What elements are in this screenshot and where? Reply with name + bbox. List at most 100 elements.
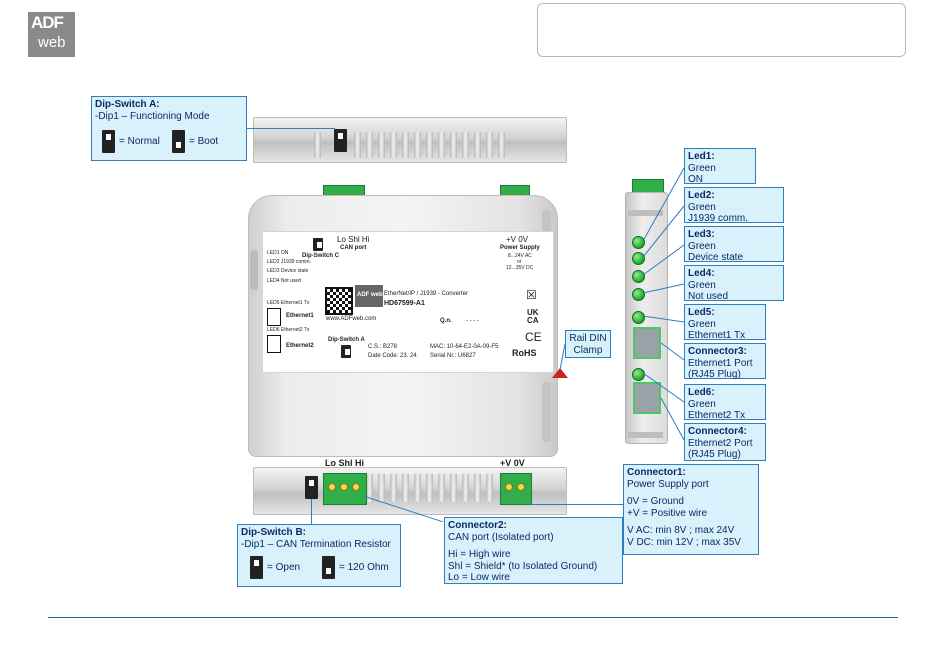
callout-led5: Led5: Green Ethernet1 Tx: [684, 304, 766, 341]
qr-code: [325, 287, 353, 315]
callout-line: J1939 comm.: [688, 213, 749, 224]
label-brand-logo: [355, 285, 383, 307]
callout-line: Shl = Shield* (to Isolated Ground): [448, 560, 598, 572]
callout-line: Ethernet2 Tx: [688, 410, 746, 421]
callout-led3: Led3: Green Device state: [684, 226, 784, 263]
can-port-label: CAN port: [340, 245, 367, 251]
logo-line2: web: [38, 34, 66, 51]
leader-dip-b: [311, 499, 312, 524]
callout-title: Led2:: [688, 190, 715, 201]
callout-led6: Led6: Green Ethernet2 Tx: [684, 384, 766, 421]
callout-line: +V = Positive wire: [627, 507, 708, 519]
callout-title: Connector4:: [688, 426, 747, 437]
callout-line: Green: [688, 279, 716, 291]
dip-120ohm-icon: [322, 556, 335, 579]
label-led4: LED4 Not used: [267, 278, 301, 284]
callout-line: Not used: [688, 291, 729, 302]
dip-switch-b-icon[interactable]: [305, 476, 318, 499]
dip-normal-label: = Normal: [119, 136, 160, 147]
callout-rail-din-clamp: Rail DIN Clamp: [565, 330, 611, 358]
footer-divider: [48, 617, 898, 618]
eth1-label: Ethernet1: [286, 313, 314, 319]
dip-120ohm-label: = 120 Ohm: [339, 562, 389, 573]
callout-line: Device state: [688, 252, 744, 263]
ukca-mark: UK CA: [527, 308, 539, 325]
callout-title: Connector1:: [627, 467, 686, 478]
callout-line: -Dip1 – Functioning Mode: [95, 110, 210, 122]
dip-open-label: = Open: [267, 562, 301, 573]
eth2-label: Ethernet2: [286, 343, 314, 349]
callout-line: Power Supply port: [627, 478, 709, 490]
header-box: [537, 3, 906, 57]
callout-line: (RJ45 Plug): [688, 369, 741, 380]
callout-line: ON: [688, 174, 703, 185]
callout-title: Led5:: [688, 307, 715, 318]
dip-normal-icon: [102, 130, 115, 153]
housing-slot-right-low: [542, 382, 551, 442]
can-terminal-bottom: [323, 473, 367, 505]
led3-indicator: [632, 270, 645, 283]
callout-line: Green: [688, 201, 716, 213]
callout-line: CAN port (Isolated port): [448, 531, 554, 543]
callout-line: Rail DIN: [569, 333, 607, 344]
callout-led1: Led1: Green ON: [684, 148, 756, 185]
dip-boot-label: = Boot: [189, 136, 219, 147]
callout-dip-switch-a: Dip-Switch A: -Dip1 – Functioning Mode =…: [91, 96, 247, 161]
callout-line: -Dip1 – CAN Termination Resistor: [241, 538, 391, 550]
callout-line: Hi = High wire: [448, 549, 511, 560]
eth2-port-icon: [267, 335, 281, 353]
adfweb-logo: ADF web: [28, 12, 75, 57]
callout-title: Connector3:: [688, 346, 747, 357]
qn-label: Q.n.: [440, 318, 452, 324]
can-pins-label: Lo Shl Hi: [337, 235, 370, 244]
label-led2: LED2 J1939 comm.: [267, 259, 311, 265]
callout-connector1: Connector1: Power Supply port 0V = Groun…: [623, 464, 759, 555]
rohs-mark: RoHS: [512, 348, 537, 358]
rj45-port-2: [633, 382, 661, 414]
callout-line: Ethernet1 Tx: [688, 330, 746, 341]
power-supply-label: Power Supply: [500, 245, 540, 251]
callout-title: Led1:: [688, 151, 715, 162]
callout-line: Green: [688, 318, 716, 330]
date-code-label: Date Code: 23. 24: [368, 353, 417, 359]
callout-line: Ethernet1 Port: [688, 357, 753, 369]
label-led3: LED3 Device state: [267, 268, 309, 274]
side-clip-top: [628, 210, 663, 216]
callout-title: Connector2:: [448, 520, 507, 531]
ps-or-label: or: [517, 259, 522, 265]
callout-line: V DC: min 12V ; max 35V: [627, 536, 741, 548]
callout-dip-switch-b: Dip-Switch B: -Dip1 – CAN Termination Re…: [237, 524, 401, 587]
callout-line: Ethernet2 Port: [688, 437, 753, 449]
rail-clamp-tab: [552, 368, 568, 378]
ce-mark: CE: [525, 330, 542, 344]
weee-icon: ☒: [526, 288, 537, 302]
callout-connector3: Connector3: Ethernet1 Port (RJ45 Plug): [684, 343, 766, 380]
callout-line: V AC: min 8V ; max 24V: [627, 525, 735, 536]
dip-switch-c-icon[interactable]: [313, 238, 323, 251]
label-led5: LED5 Ethernet1 Tx: [267, 300, 310, 306]
dip-switch-a-label-icon: [341, 345, 351, 358]
side-clip-bottom: [628, 432, 663, 438]
power-terminal-bottom: [500, 473, 532, 505]
rj45-port-1: [633, 327, 661, 359]
cs-label: C.S.: B278: [368, 344, 398, 350]
callout-title: Led3:: [688, 229, 715, 240]
callout-line: Green: [688, 162, 716, 174]
led5-indicator: [632, 311, 645, 324]
leader-connector1: [530, 504, 623, 505]
callout-line: Green: [688, 398, 716, 410]
led4-indicator: [632, 288, 645, 301]
dip-switch-a-top-icon[interactable]: [334, 129, 347, 152]
dip-switch-c-label: Dip-Switch C: [302, 253, 339, 259]
callout-line: Lo = Low wire: [448, 572, 510, 583]
callout-title: Dip-Switch B:: [241, 527, 306, 538]
label-led6: LED6 Ethernet2 Tx: [267, 327, 310, 333]
model-label: HD67599-A1: [384, 300, 425, 307]
callout-led4: Led4: Green Not used: [684, 265, 784, 302]
ps-ac-label: 8...24V AC: [508, 253, 532, 259]
label-led1: LED1 ON: [267, 250, 289, 256]
bottom-power-pins: +V 0V: [500, 458, 525, 468]
callout-line: Green: [688, 240, 716, 252]
leader-dip-a: [247, 128, 335, 129]
